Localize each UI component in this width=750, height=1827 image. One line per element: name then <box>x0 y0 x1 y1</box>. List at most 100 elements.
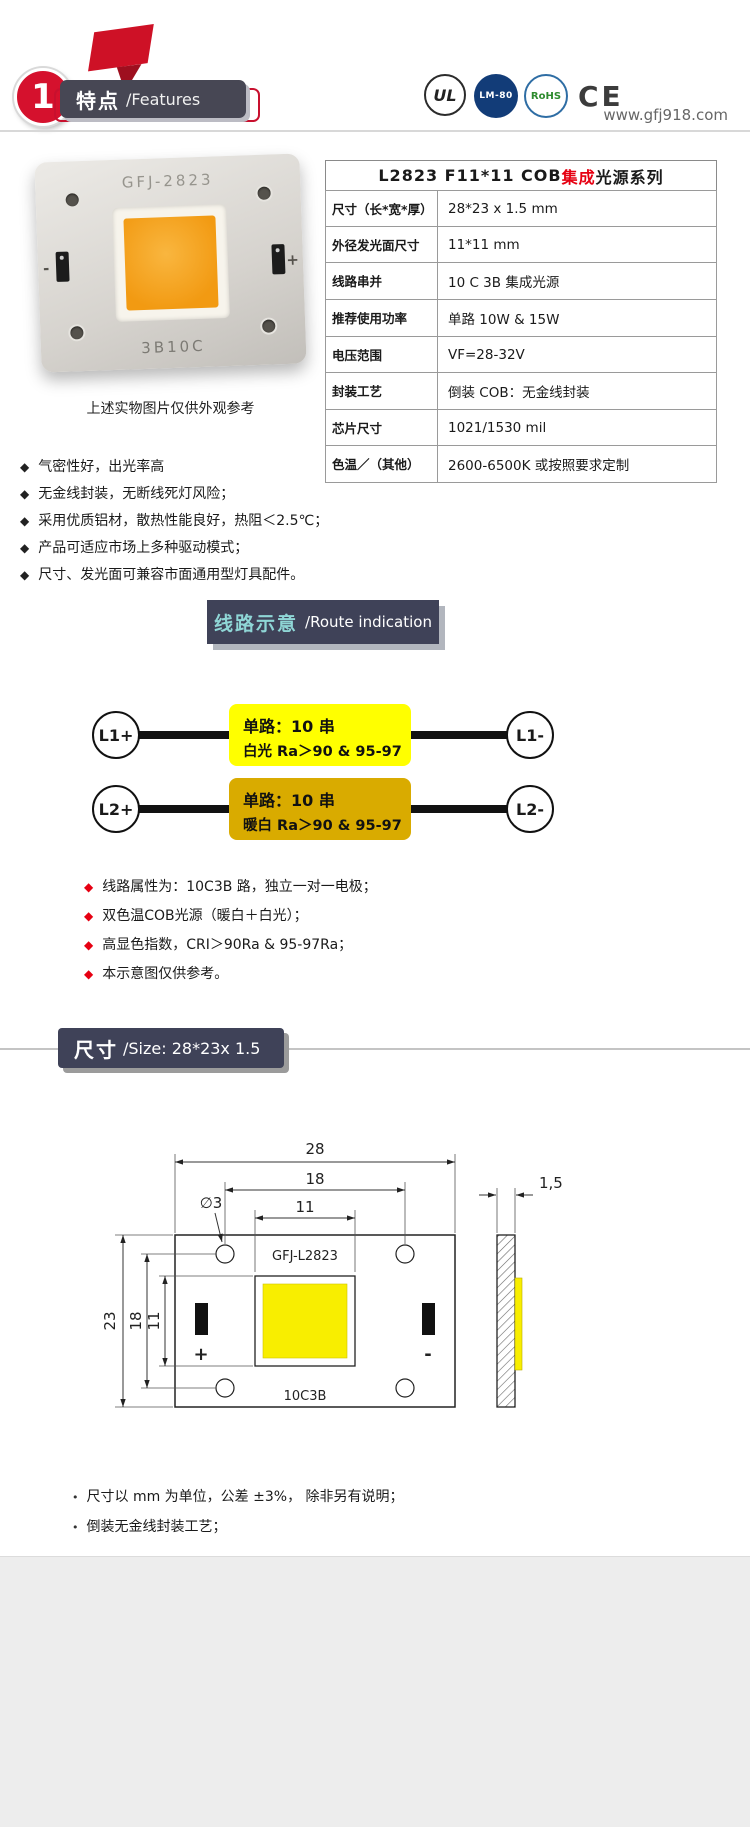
terminal-l1-minus: L1- <box>506 711 554 759</box>
list-item: 无金线封装，无断线死灯风险； <box>20 483 328 503</box>
size-note-text: 倒装无金线封装工艺； <box>86 1519 227 1535</box>
lm80-logo-label: LM-80 <box>479 91 513 101</box>
spec-label: 封装工艺 <box>326 373 438 409</box>
spec-value: 11*11 mm <box>448 236 520 253</box>
drawing-model-label: GFJ-L2823 <box>272 1249 338 1264</box>
diamond-bullet-icon <box>20 568 29 582</box>
list-item: 气密性好，出光率高 <box>20 456 328 476</box>
terminal-l1-plus: L1+ <box>92 711 140 759</box>
spec-value: 10 C 3B 集成光源 <box>448 275 560 291</box>
table-row: 推荐使用功率 单路 10W & 15W <box>325 299 717 337</box>
terminal-l2-minus: L2- <box>506 785 554 833</box>
spec-value: VF=28-32V <box>448 346 525 363</box>
features-badge: 特点 /Features <box>60 80 246 118</box>
list-item: 尺寸、发光面可兼容市面通用型灯具配件。 <box>20 564 328 584</box>
dot-bullet-icon <box>72 1491 79 1504</box>
list-item: 双色温COB光源（暖白＋白光）； <box>84 905 377 925</box>
spec-label: 线路串并 <box>326 263 438 299</box>
diamond-bullet-icon <box>84 880 93 894</box>
diamond-bullet-icon <box>20 541 29 555</box>
list-item: 本示意图仅供参考。 <box>84 963 377 983</box>
feature-text: 尺寸、发光面可兼容市面通用型灯具配件。 <box>38 567 305 583</box>
table-row: 电压范围 VF=28-32V <box>325 336 717 373</box>
dim-thickness-label: 1,5 <box>539 1174 563 1192</box>
plus-mark: + <box>193 1344 208 1365</box>
drawing-circuit-label: 10C3B <box>284 1389 327 1404</box>
spec-label: 尺寸（长*宽*厚） <box>326 191 438 226</box>
rohs-logo-label: RoHS <box>530 90 562 102</box>
ce-logo-label: CE <box>578 80 624 113</box>
spec-title-prefix: L2823 F11*11 COB <box>378 166 562 185</box>
spec-label: 外径发光面尺寸 <box>326 227 438 262</box>
terminal-l2-plus: L2+ <box>92 785 140 833</box>
list-item: 线路属性为：10C3B 路，独立一对一电极； <box>84 876 377 896</box>
dim-height-label: 23 <box>101 1311 119 1330</box>
circuit-box-line1: 单路：10 串 <box>243 717 335 736</box>
mounting-hole-icon <box>70 326 84 340</box>
circuit-box-warm-white: 单路：10 串 暖白 Ra＞90 & 95-97 <box>229 778 411 840</box>
route-note-text: 本示意图仅供参考。 <box>102 966 229 982</box>
spec-label: 色温／（其他） <box>326 446 438 482</box>
feature-text: 无金线封装，无断线死灯风险； <box>38 486 235 502</box>
route-badge-en: /Route indication <box>305 613 432 631</box>
minus-mark: - <box>424 1344 431 1365</box>
list-item: 产品可适应市场上多种驱动模式； <box>20 537 328 557</box>
table-row: 尺寸（长*宽*厚） 28*23 x 1.5 mm <box>325 190 717 227</box>
list-item: 倒装无金线封装工艺； <box>72 1516 404 1536</box>
photo-caption: 上述实物图片仅供外观参考 <box>86 401 255 417</box>
route-badge-zh: 线路示意 <box>214 612 299 635</box>
size-section-divider <box>0 1048 750 1050</box>
route-note-text: 高显色指数，CRI＞90Ra & 95-97Ra； <box>102 937 353 953</box>
side-view-phosphor-layer <box>514 1277 523 1371</box>
spec-label: 电压范围 <box>326 337 438 372</box>
circuit-box-line2: 白光 Ra＞90 & 95-97 <box>243 744 402 760</box>
size-badge-zh: 尺寸 <box>74 1037 118 1062</box>
spec-title-suffix: 光源系列 <box>595 167 664 187</box>
list-item: 采用优质铝材，散热性能良好，热阻＜2.5℃； <box>20 510 328 530</box>
spec-table: L2823 F11*11 COB 集成 光源系列 尺寸（长*宽*厚） 28*23… <box>325 160 717 483</box>
electrode-pad-left <box>55 251 70 282</box>
features-list: 气密性好，出光率高 无金线封装，无断线死灯风险； 采用优质铝材，散热性能良好，热… <box>20 456 328 591</box>
spec-value: 倒装 COB：无金线封装 <box>448 385 590 401</box>
spec-label: 推荐使用功率 <box>326 300 438 336</box>
side-view-section <box>496 1234 516 1408</box>
feature-text: 气密性好，出光率高 <box>38 459 165 475</box>
lm80-logo-icon: LM-80 <box>474 74 518 118</box>
circuit-box-line2: 暖白 Ra＞90 & 95-97 <box>243 818 402 834</box>
route-note-text: 双色温COB光源（暖白＋白光）； <box>102 908 308 924</box>
circuit-box-white-light: 单路：10 串 白光 Ra＞90 & 95-97 <box>229 704 411 766</box>
ul-logo-label: UL <box>433 85 457 105</box>
list-item: 高显色指数，CRI＞90Ra & 95-97Ra； <box>84 934 377 954</box>
electrode-pad-right <box>422 1303 435 1335</box>
mounting-hole-icon <box>215 1244 235 1264</box>
features-title-en: /Features <box>126 89 201 109</box>
dim-hole-span-h-label: 18 <box>305 1170 324 1188</box>
ul-logo-icon: UL <box>424 74 466 116</box>
mounting-hole-icon <box>257 186 271 200</box>
diamond-bullet-icon <box>20 460 29 474</box>
spec-value: 2600-6500K 或按照要求定制 <box>448 458 630 474</box>
mounting-hole-icon <box>395 1378 415 1398</box>
header-divider <box>0 130 750 132</box>
diamond-bullet-icon <box>20 514 29 528</box>
table-row: 线路串并 10 C 3B 集成光源 <box>325 262 717 300</box>
size-note-text: 尺寸以 mm 为单位，公差 ±3%， 除非另有说明； <box>86 1489 404 1505</box>
list-item: 尺寸以 mm 为单位，公差 ±3%， 除非另有说明； <box>72 1486 404 1506</box>
ce-logo-icon: CE <box>578 80 624 113</box>
dim-emit-h-label: 11 <box>145 1311 163 1330</box>
feature-text: 采用优质铝材，散热性能良好，热阻＜2.5℃； <box>38 513 329 529</box>
emitting-area-yellow <box>262 1283 348 1359</box>
table-row: 封装工艺 倒装 COB：无金线封装 <box>325 372 717 410</box>
circuit-box-line1: 单路：10 串 <box>243 791 335 810</box>
dim-width-label: 28 <box>305 1140 324 1158</box>
website-url[interactable]: www.gfj918.com <box>603 106 728 124</box>
spec-table-title: L2823 F11*11 COB 集成 光源系列 <box>325 160 717 191</box>
diamond-bullet-icon <box>20 487 29 501</box>
led-emitting-surface <box>122 215 219 311</box>
diamond-bullet-icon <box>84 938 93 952</box>
plus-mark: + <box>286 250 300 269</box>
spec-title-highlight: 集成 <box>561 167 596 187</box>
diamond-bullet-icon <box>84 909 93 923</box>
route-note-text: 线路属性为：10C3B 路，独立一对一电极； <box>102 879 377 895</box>
